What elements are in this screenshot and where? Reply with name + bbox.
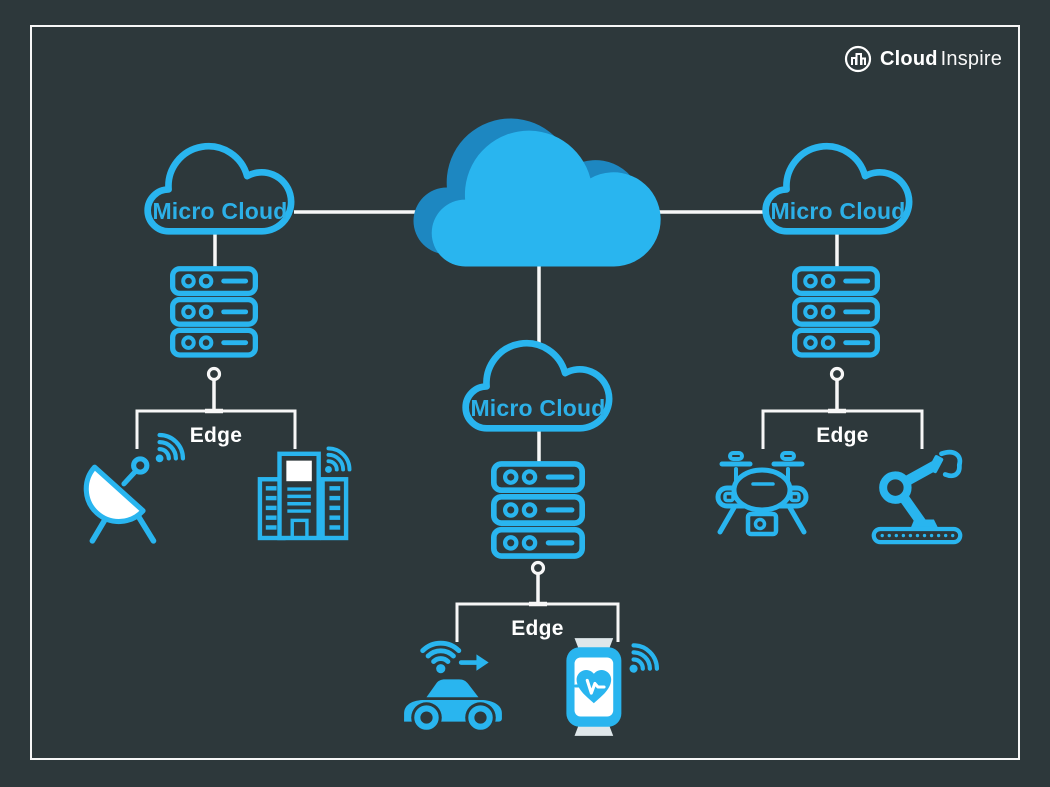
edge-label-center: Edge	[511, 617, 564, 640]
micro-cloud-right-label: Micro Cloud	[770, 198, 906, 224]
border-frame	[30, 25, 1020, 760]
robot-arm-icon	[871, 449, 963, 545]
micro-cloud-left-icon	[144, 142, 295, 235]
arrow-right-icon	[458, 654, 489, 671]
micro-cloud-center-label: Micro Cloud	[470, 395, 606, 421]
wifi-signal-icon	[420, 640, 462, 674]
brand-name-light: Inspire	[940, 47, 1003, 70]
wifi-signal-icon	[629, 643, 660, 673]
satellite-dish-icon	[83, 432, 186, 544]
connected-car-icon	[404, 640, 502, 733]
micro-cloud-right-icon	[762, 142, 913, 235]
wifi-signal-icon	[325, 446, 352, 473]
core-cloud-icon	[413, 118, 661, 267]
wifi-signal-icon	[155, 432, 186, 463]
server-rack-center-icon	[491, 461, 585, 559]
server-rack-left-icon	[170, 266, 258, 358]
gripper-claw-icon	[939, 449, 963, 479]
edge-label-left: Edge	[189, 424, 243, 447]
micro-cloud-center-icon	[462, 339, 613, 432]
smart-building-icon	[257, 446, 352, 541]
drone-camera-icon	[745, 511, 779, 537]
smartwatch-icon	[566, 638, 660, 736]
edge-label-right: Edge	[816, 424, 869, 447]
brand-name-bold: Cloud	[880, 47, 938, 70]
micro-cloud-left-label: Micro Cloud	[152, 198, 288, 224]
drone-icon	[715, 451, 809, 537]
server-rack-right-icon	[792, 266, 880, 358]
cloud-inspire-building-icon	[844, 45, 872, 73]
